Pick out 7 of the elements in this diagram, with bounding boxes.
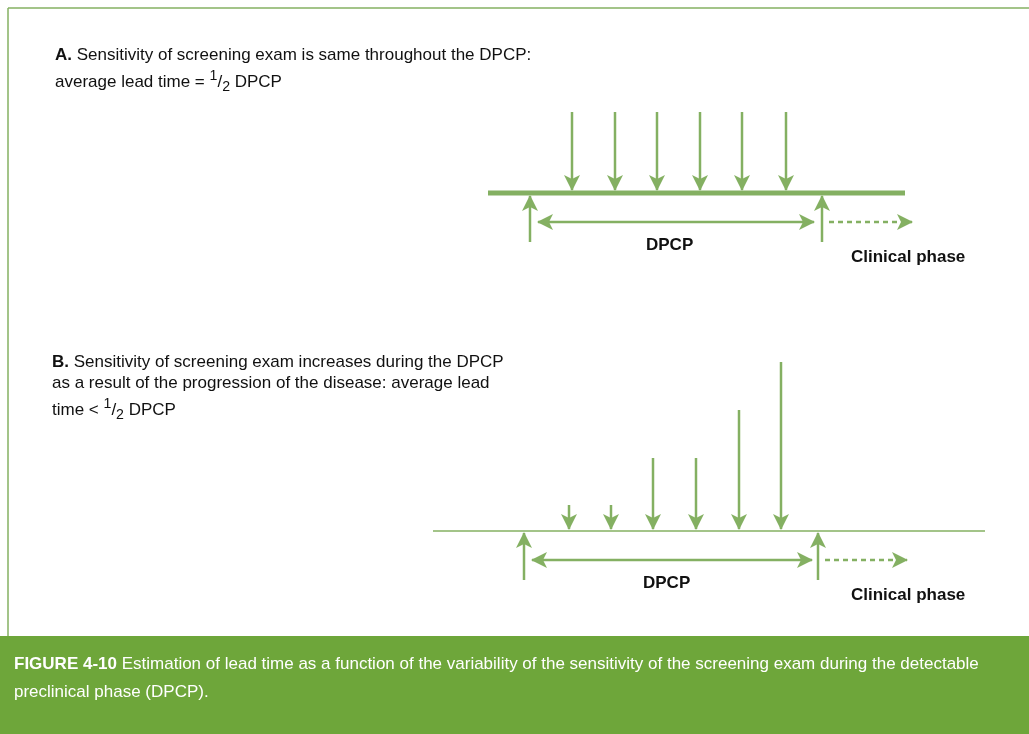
panel-description: A. Sensitivity of screening exam is same throughout the DPCP: average lead time = $^{1}$/$_{2}$ DPCP [55, 44, 533, 97]
dimension-label: DPCP [646, 234, 694, 255]
figure-caption: FIGURE 4-10 Estimation of lead time as a function of the variability of the sensitivity of the screening exam during the detectable preclinical phase (DPCP). [14, 653, 980, 703]
phase-label: Clinical phase [851, 246, 966, 267]
panel-description: B. Sensitivity of screening exam increases during the DPCP as a result of the progression of the disease: average lead time < $^{1}$/$_{2}$ DPCP [52, 351, 505, 425]
dimension-label: DPCP [643, 572, 691, 593]
phase-label: Clinical phase [851, 584, 966, 605]
